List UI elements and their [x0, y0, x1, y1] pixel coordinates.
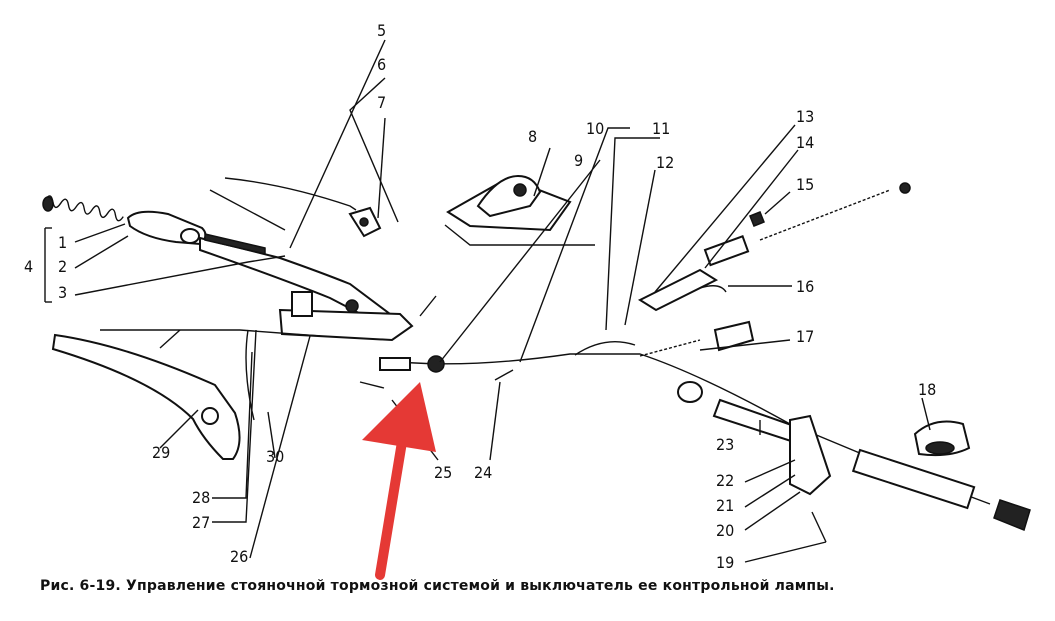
bracket-part-17: [713, 320, 755, 352]
callout-29: 29: [152, 443, 170, 462]
spring-part-17: [639, 339, 701, 357]
ferrule-part-25: [379, 355, 445, 373]
sleeve-part-23: [677, 381, 802, 444]
callout-6: 6: [377, 55, 386, 74]
base-plate: [278, 291, 414, 342]
cable-assembly-13-14: [637, 182, 911, 312]
spring-part-2: [42, 195, 124, 222]
callout-28: 28: [192, 488, 210, 507]
switch-housing: [789, 414, 1031, 532]
rod-part-5: [224, 177, 357, 211]
callout-3: 3: [58, 283, 67, 302]
cable-guide: [574, 340, 636, 356]
callout-8: 8: [528, 127, 537, 146]
callout-18: 18: [918, 380, 936, 399]
callout-11: 11: [652, 119, 670, 138]
leader-lines: [44, 39, 931, 563]
callout-15: 15: [796, 175, 814, 194]
callout-14: 14: [796, 133, 814, 152]
callout-30: 30: [266, 447, 284, 466]
handle-grip-part-3: [126, 210, 207, 246]
callout-27: 27: [192, 513, 210, 532]
callout-9: 9: [574, 151, 583, 170]
screw: [419, 295, 437, 317]
callout-19: 19: [716, 553, 734, 572]
callout-1: 1: [58, 233, 67, 252]
callout-12: 12: [656, 153, 674, 172]
callout-7: 7: [377, 93, 386, 112]
figure-caption: Рис. 6-19. Управление стояночной тормозн…: [40, 578, 835, 594]
callout-4: 4: [24, 257, 33, 276]
boot-part-8: [446, 174, 572, 232]
pin: [359, 381, 385, 389]
callout-25: 25: [434, 463, 452, 482]
callout-23: 23: [716, 435, 734, 454]
callout-24: 24: [474, 463, 492, 482]
lower-lever-part-29: [51, 333, 241, 460]
callout-21: 21: [716, 496, 734, 515]
callout-10: 10: [586, 119, 604, 138]
callout-26: 26: [230, 547, 248, 566]
callout-17: 17: [796, 327, 814, 346]
spring-clip-part-15: [749, 211, 765, 227]
callout-5: 5: [377, 21, 386, 40]
callout-labels: 1 2 3 4 5 6 7 8 9 10 11 12 13 14 15 16 1…: [24, 21, 936, 572]
bolt-part-19: [811, 511, 827, 543]
clip-part-16: [699, 285, 727, 293]
callout-16: 16: [796, 277, 814, 296]
callout-2: 2: [58, 257, 67, 276]
boot-part-18: [913, 420, 971, 457]
callout-13: 13: [796, 107, 814, 126]
red-annotation-arrow: [362, 382, 436, 580]
callout-20: 20: [716, 521, 734, 540]
spring-part-24: [494, 369, 514, 381]
bracket-part-7: [348, 206, 382, 238]
callout-22: 22: [716, 471, 734, 490]
